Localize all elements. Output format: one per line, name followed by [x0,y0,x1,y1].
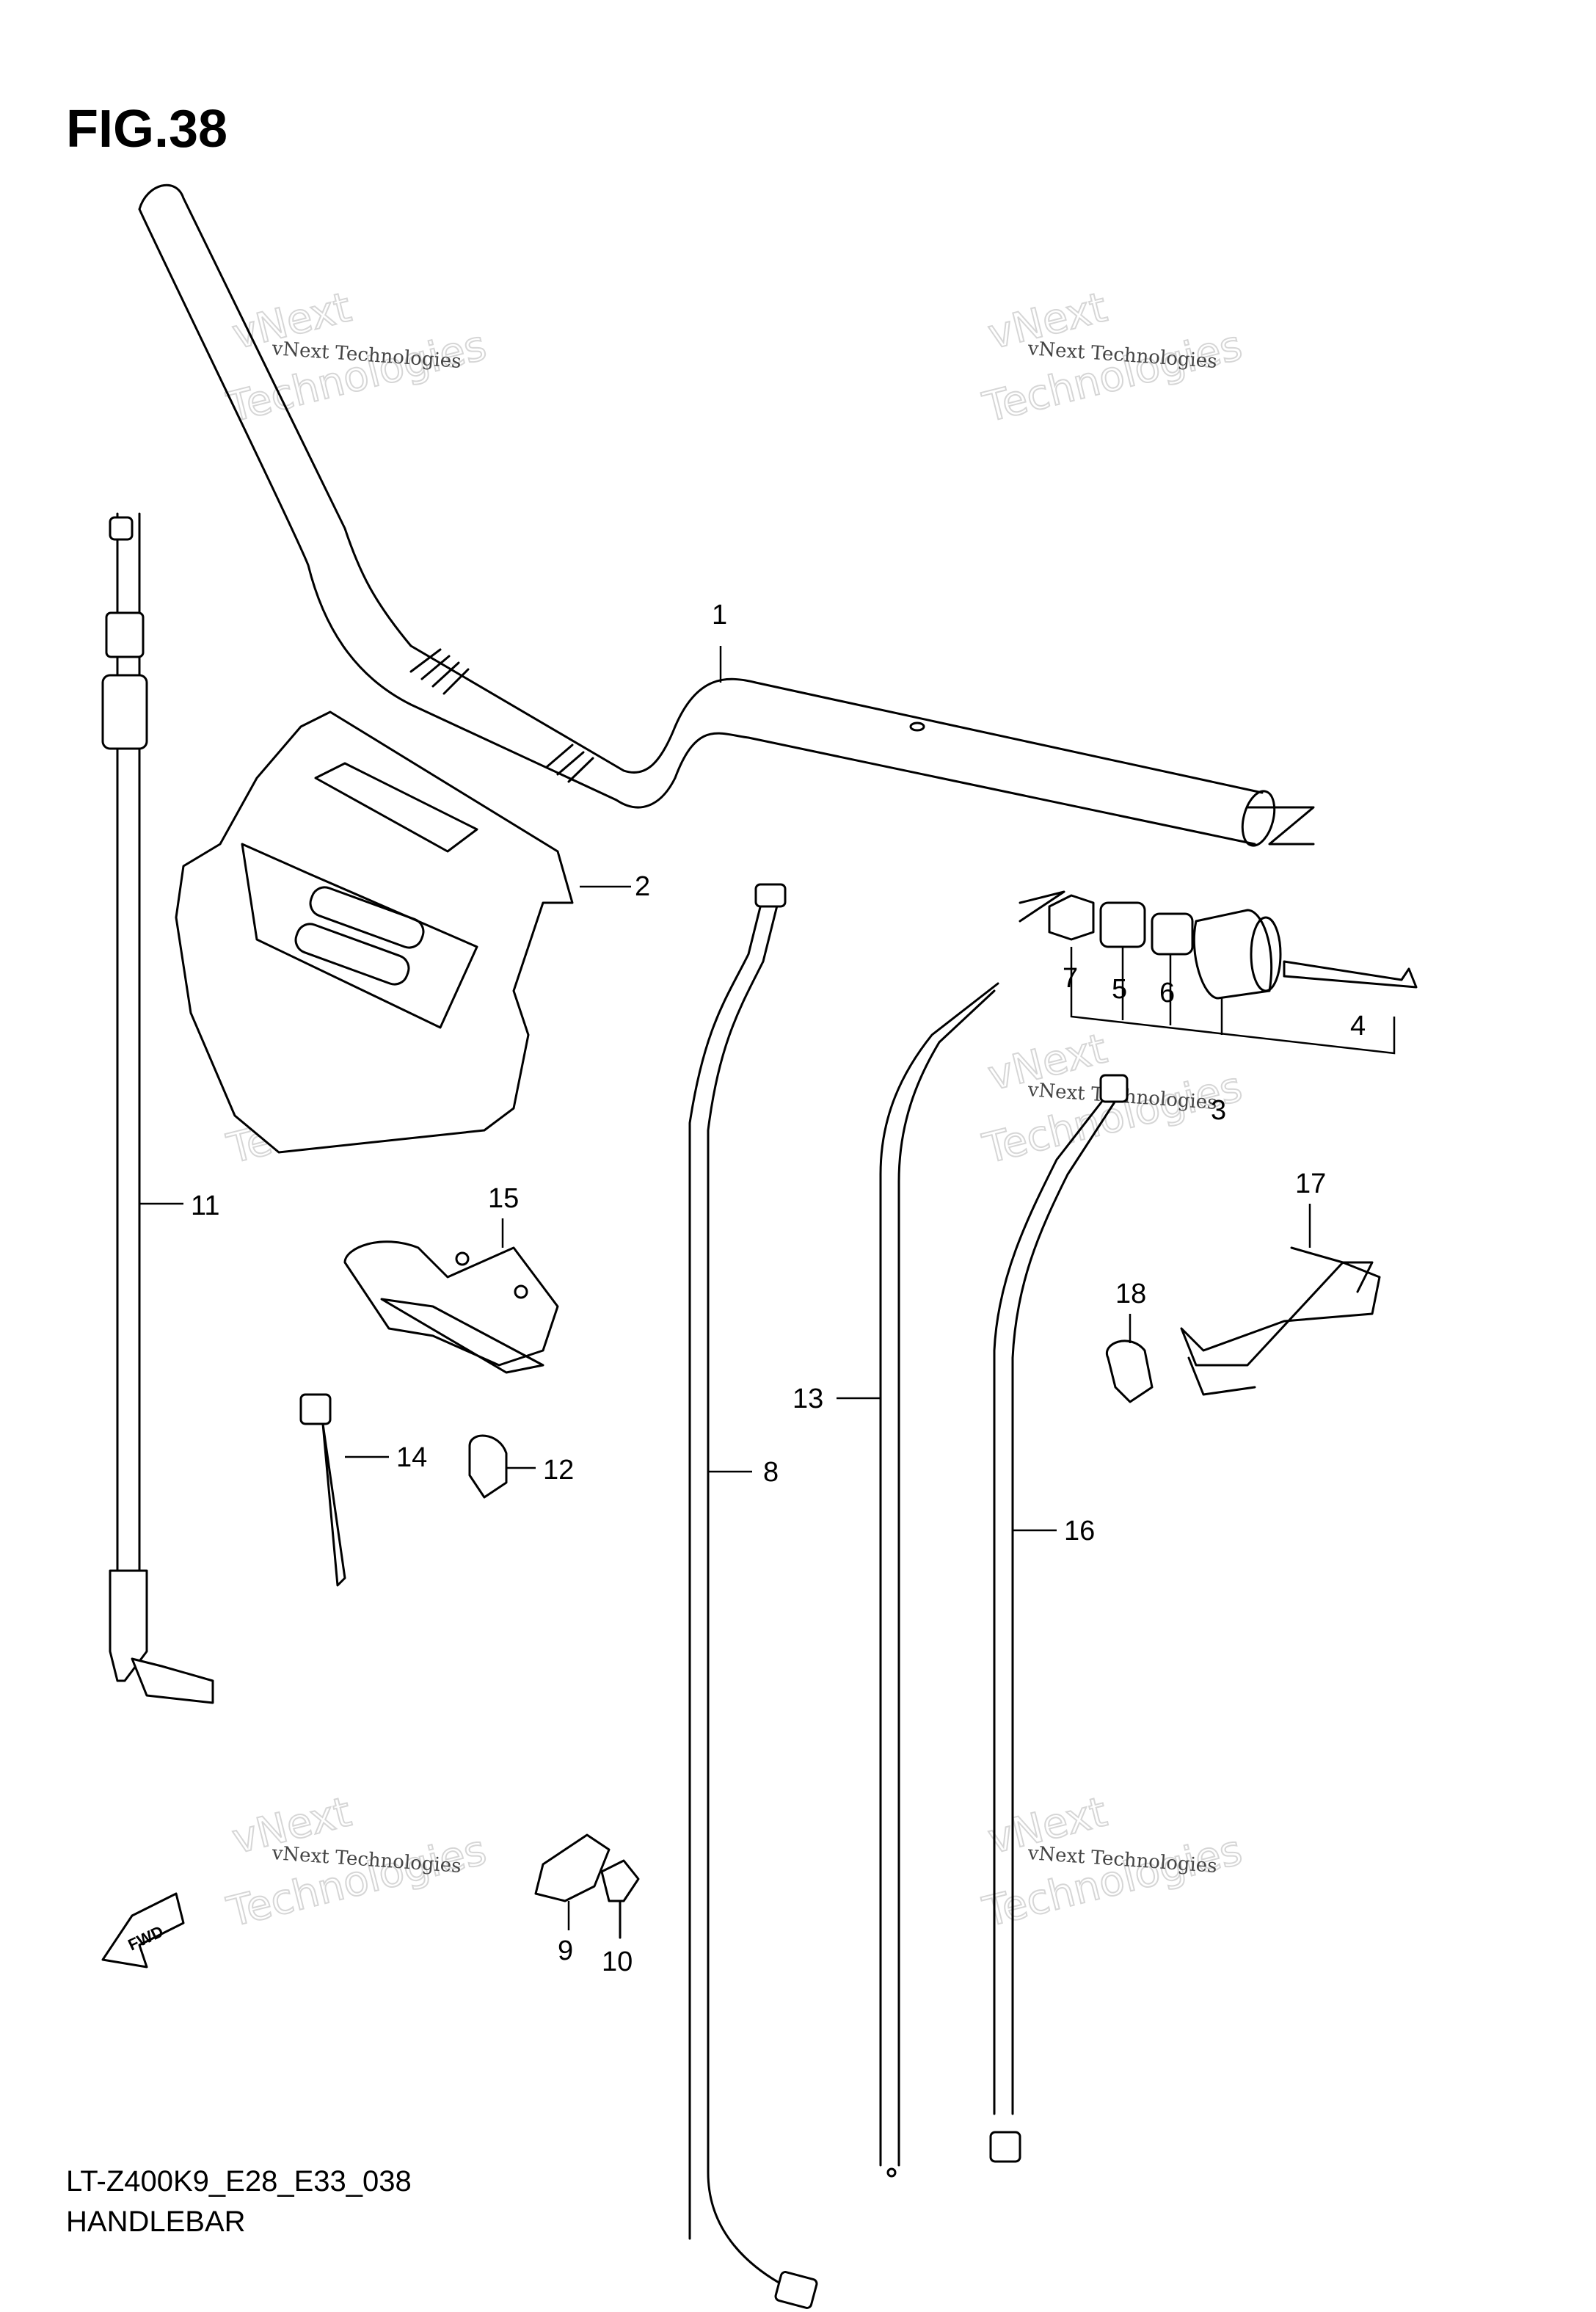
bracket-17-part [1180,1246,1381,1396]
cable-8-part [688,883,818,2309]
bracket-15-part [343,1240,559,1374]
callouts: 1 2 3 4 5 6 7 8 9 10 11 12 13 14 15 16 1… [191,600,1366,1977]
forward-direction-marker: FWD [101,1892,185,1969]
callout-10: 10 [602,1946,633,1977]
callout-11: 11 [191,1190,219,1221]
grip-knurl-right [545,744,594,783]
callout-7: 7 [1063,963,1078,994]
callout-14: 14 [396,1442,427,1473]
cable-tie-14-part [299,1393,346,1587]
handlebar-cover-part [175,710,574,1154]
bracket-9-part [534,1833,611,1902]
callout-2: 2 [635,871,650,902]
callout-16: 16 [1064,1516,1095,1546]
cable-16-part [989,1074,1129,2163]
callout-15: 15 [488,1183,519,1214]
callout-3: 3 [1211,1095,1226,1126]
callout-1: 1 [712,600,727,630]
clamp-18-part [1105,1339,1154,1403]
callout-8: 8 [763,1457,779,1488]
grip-knurl-left [409,648,470,695]
callout-12: 12 [543,1455,574,1486]
clamp-12-part [468,1434,508,1499]
callout-18: 18 [1115,1279,1146,1309]
callout-5: 5 [1112,974,1127,1005]
callout-6: 6 [1159,978,1175,1008]
handlebar-part [138,183,1315,923]
callout-17: 17 [1295,1168,1326,1199]
leader-lines [139,646,1311,1938]
figure-title: FIG.38 [66,100,227,159]
cable-13-part [879,982,999,2178]
figure-name: HANDLEBAR [66,2206,246,2238]
callout-4: 4 [1350,1011,1366,1042]
callout-13: 13 [792,1384,823,1414]
callout-9: 9 [558,1935,573,1966]
figure-code: LT-Z400K9_E28_E33_038 [66,2165,412,2198]
cable-11-part [101,512,214,1704]
grip-assembly-part [1048,894,1418,1055]
